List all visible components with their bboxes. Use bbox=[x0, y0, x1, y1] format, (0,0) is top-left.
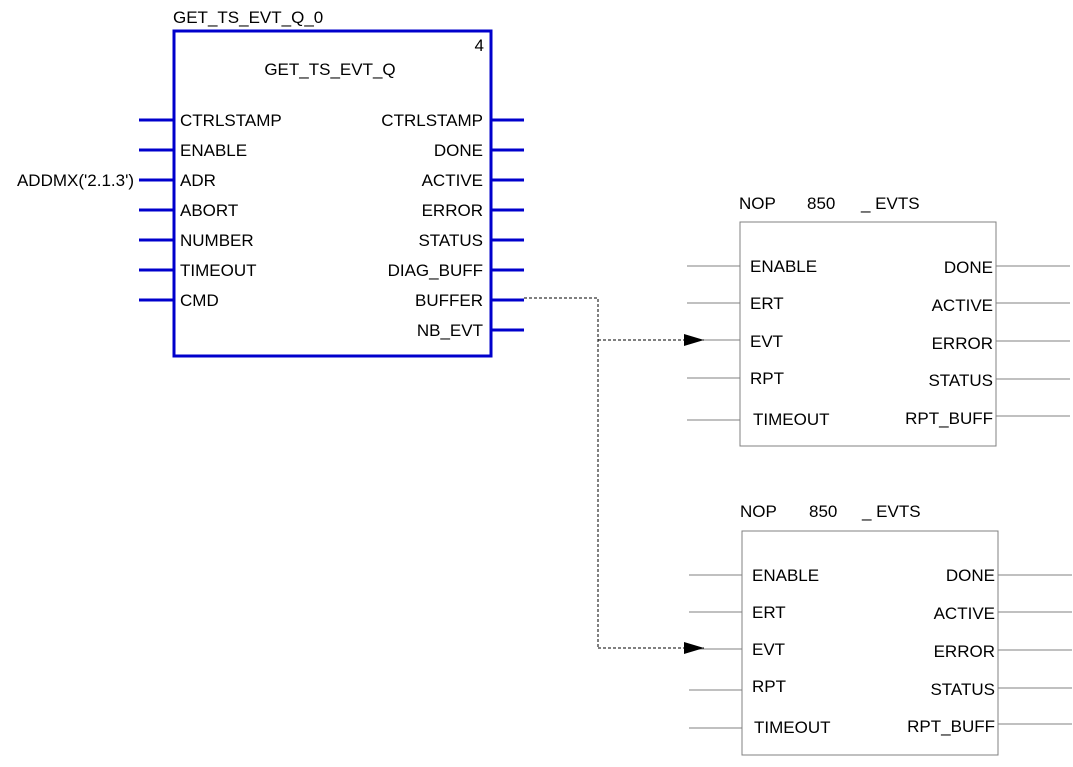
nop1-output-rpt-buff: RPT_BUFF bbox=[905, 409, 993, 428]
input-label-ctrlstamp: CTRLSTAMP bbox=[180, 111, 282, 130]
nop2-input-timeout: TIMEOUT bbox=[754, 718, 831, 737]
input-label-number: NUMBER bbox=[180, 231, 254, 250]
get-ts-evt-q-block[interactable]: GET_TS_EVT_Q_0 4 GET_TS_EVT_Q CTRLSTAMP … bbox=[17, 8, 524, 358]
input-label-adr: ADR bbox=[180, 171, 216, 190]
nop2-frame[interactable] bbox=[741, 530, 999, 756]
nop2-input-rpt: RPT bbox=[752, 677, 786, 696]
output-label-status: STATUS bbox=[418, 231, 483, 250]
nop1-output-status: STATUS bbox=[928, 371, 993, 390]
input-label-timeout: TIMEOUT bbox=[180, 261, 257, 280]
main-block-type-name: GET_TS_EVT_Q bbox=[264, 60, 395, 79]
output-label-ctrlstamp: CTRLSTAMP bbox=[381, 111, 483, 130]
main-block-instance-name: GET_TS_EVT_Q_0 bbox=[173, 8, 323, 27]
nop2-title-850: 850 bbox=[809, 502, 837, 521]
main-block-execution-order: 4 bbox=[475, 36, 484, 55]
nop2-output-rpt-buff: RPT_BUFF bbox=[907, 717, 995, 736]
nop2-title-evts: _ EVTS bbox=[861, 502, 921, 521]
output-label-buffer: BUFFER bbox=[415, 291, 483, 310]
nop1-input-enable: ENABLE bbox=[750, 257, 817, 276]
nop1-title-nop: NOP bbox=[739, 194, 776, 213]
output-label-done: DONE bbox=[434, 141, 483, 160]
nop1-input-evt: EVT bbox=[750, 332, 783, 351]
nop2-output-done: DONE bbox=[946, 566, 995, 585]
nop2-input-enable: ENABLE bbox=[752, 566, 819, 585]
nop2-input-ert: ERT bbox=[752, 603, 786, 622]
input-label-cmd: CMD bbox=[180, 291, 219, 310]
input-label-enable: ENABLE bbox=[180, 141, 247, 160]
nop1-output-done: DONE bbox=[944, 258, 993, 277]
nop1-title-evts: _ EVTS bbox=[860, 194, 920, 213]
output-label-diag-buff: DIAG_BUFF bbox=[388, 261, 483, 280]
nop-evts-block-2[interactable]: NOP 850 _ EVTS ENABLE ERT EVT RPT TIMEOU… bbox=[689, 502, 1072, 756]
output-label-active: ACTIVE bbox=[422, 171, 483, 190]
nop2-output-status: STATUS bbox=[930, 680, 995, 699]
adr-input-value: ADDMX('2.1.3') bbox=[17, 171, 134, 190]
nop2-title-nop: NOP bbox=[740, 502, 777, 521]
nop1-output-active: ACTIVE bbox=[932, 296, 993, 315]
connection-trunk[interactable] bbox=[524, 297, 599, 648]
nop-evts-block-1[interactable]: NOP 850 _ EVTS ENABLE ERT EVT RPT TIMEOU… bbox=[687, 194, 1070, 447]
output-label-error: ERROR bbox=[422, 201, 483, 220]
output-label-nb-evt: NB_EVT bbox=[417, 321, 483, 340]
main-block-frame[interactable] bbox=[172, 29, 493, 358]
nop2-output-error: ERROR bbox=[934, 642, 995, 661]
nop1-input-timeout: TIMEOUT bbox=[753, 410, 830, 429]
nop1-input-rpt: RPT bbox=[750, 369, 784, 388]
nop2-input-evt: EVT bbox=[752, 640, 785, 659]
buffer-to-evt-connection[interactable] bbox=[524, 297, 704, 654]
nop1-frame[interactable] bbox=[739, 221, 997, 447]
nop1-output-error: ERROR bbox=[932, 334, 993, 353]
nop1-input-ert: ERT bbox=[750, 294, 784, 313]
nop2-output-active: ACTIVE bbox=[934, 604, 995, 623]
input-label-abort: ABORT bbox=[180, 201, 238, 220]
nop1-title-850: 850 bbox=[807, 194, 835, 213]
